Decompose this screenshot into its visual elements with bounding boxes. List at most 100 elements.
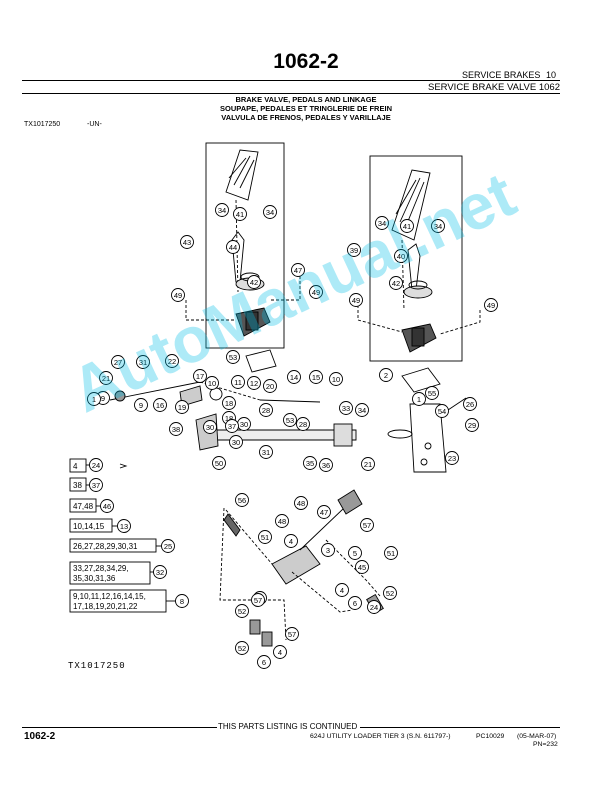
callout-marker: 42 <box>389 276 403 290</box>
callout-label: 23 <box>448 454 456 463</box>
footer-pc: PC10029 <box>476 733 505 740</box>
callout-label: 39 <box>350 246 358 255</box>
callout-label: 18 <box>225 414 233 423</box>
callout-label: 35 <box>306 459 314 468</box>
callout-marker: 15 <box>309 370 323 384</box>
callout-marker: 20 <box>263 379 277 393</box>
callout-label: 30 <box>206 423 214 432</box>
callout-label: 34 <box>358 406 366 415</box>
callout-label: 28 <box>299 420 307 429</box>
callout-label: 11 <box>234 378 242 387</box>
callout-marker: 30 <box>203 420 217 434</box>
callout-label: 9 <box>101 394 105 403</box>
group-items-label: 38 <box>73 481 82 490</box>
callout-marker: 38 <box>169 422 183 436</box>
callout-marker: 26 <box>463 397 477 411</box>
callout-label: 34 <box>218 206 226 215</box>
callout-label: 2 <box>384 371 388 380</box>
callout-label: 51 <box>387 549 395 558</box>
callout-marker: 10 <box>205 376 219 390</box>
callout-marker: 34 <box>215 203 229 217</box>
figure-reference: TX1017250 <box>24 121 61 128</box>
callout-label: 4 <box>340 586 344 595</box>
callout-marker: 5 <box>348 546 362 560</box>
header-rule <box>22 80 560 81</box>
callout-marker: 24 <box>367 600 381 614</box>
title-line-en: BRAKE VALVE, PEDALS AND LINKAGE <box>235 95 377 104</box>
title-line-fr: SOUPAPE, PEDALES ET TRINGLERIE DE FREIN <box>220 104 392 113</box>
callout-marker: 49 <box>171 288 185 302</box>
subsection-label: SERVICE BRAKE VALVE 1062 <box>427 82 560 93</box>
callout-label: 51 <box>261 533 269 542</box>
callout-label: 54 <box>438 407 446 416</box>
callout-label: 28 <box>262 406 270 415</box>
callout-label: 24 <box>370 603 378 612</box>
callout-marker: 57 <box>285 627 299 641</box>
continued-notice: THIS PARTS LISTING IS CONTINUED <box>218 722 358 731</box>
callout-label: 29 <box>468 421 476 430</box>
callout-label: 52 <box>386 589 394 598</box>
callout-marker: 54 <box>435 404 449 418</box>
callout-marker: 53 <box>226 350 240 364</box>
group-items-label: 47,48 <box>73 502 94 511</box>
callout-marker: 48 <box>294 496 308 510</box>
callout-label: 1 <box>92 395 96 404</box>
footer-rule-left <box>22 727 217 728</box>
callout-label: 44 <box>229 243 237 252</box>
callout-label: 16 <box>156 401 164 410</box>
group-box: 9,10,11,12,16,14,15,17,18,19,20,21,22 8 <box>69 589 189 613</box>
group-items-label: 33,27,28,34,29, <box>73 564 129 573</box>
callout-marker: 49 <box>349 293 363 307</box>
callout-label: 21 <box>364 460 372 469</box>
callout-label: 15 <box>312 373 320 382</box>
callout-label: 53 <box>229 353 237 362</box>
callout-label: 47 <box>320 508 328 517</box>
group-items-label: 17,18,19,20,21,22 <box>73 602 138 611</box>
title-line-es: VALVULA DE FRENOS, PEDALES Y VARILLAJE <box>221 113 391 122</box>
group-items-label: 9,10,11,12,16,14,15, <box>73 592 146 601</box>
callout-marker: 57 <box>360 518 374 532</box>
callout-marker: 28 <box>259 403 273 417</box>
callout-label: 12 <box>250 379 258 388</box>
callout-label: 31 <box>139 358 147 367</box>
callout-label: 30 <box>240 420 248 429</box>
callout-label: 4 <box>278 648 282 657</box>
footer-date: (05-MAR-07) <box>517 733 557 740</box>
callout-label: 57 <box>254 596 262 605</box>
gasket-right-icon <box>401 367 441 393</box>
callout-marker: 29 <box>465 418 479 432</box>
callout-marker: 22 <box>165 354 179 368</box>
footer-pn: PN=232 <box>533 741 558 748</box>
callout-marker: 18 <box>222 396 236 410</box>
callout-marker: 52 <box>383 586 397 600</box>
group-target-label: 8 <box>180 597 184 606</box>
callout-label: 42 <box>392 279 400 288</box>
section-number: 10 <box>546 70 557 80</box>
group-target-label: 46 <box>103 502 111 511</box>
callout-label: 3 <box>326 546 330 555</box>
callout-marker: 31 <box>136 355 150 369</box>
callout-marker: 17 <box>193 369 207 383</box>
callout-marker: 41 <box>400 219 414 233</box>
callout-marker: 50 <box>212 456 226 470</box>
callout-label: 34 <box>378 219 386 228</box>
callout-label: 52 <box>238 607 246 616</box>
callout-marker: 31 <box>259 445 273 459</box>
callout-label: 34 <box>434 222 442 231</box>
pedal-box-left <box>205 142 285 349</box>
callout-marker: 48 <box>275 514 289 528</box>
callout-marker: 34 <box>431 219 445 233</box>
callout-label: 10 <box>332 375 340 384</box>
figure-status: -UN- <box>87 121 102 128</box>
callout-label: 49 <box>487 301 495 310</box>
callout-label: 40 <box>397 252 405 261</box>
callout-label: 52 <box>238 644 246 653</box>
footer-page-number: 1062-2 <box>24 731 56 742</box>
